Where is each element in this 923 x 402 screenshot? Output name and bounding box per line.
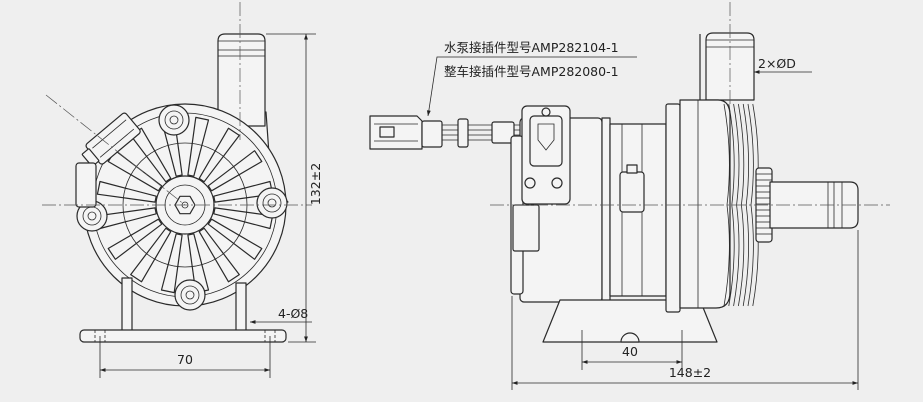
housing-rib [198, 227, 240, 283]
housing-rib [96, 180, 157, 203]
boss-bolt [164, 110, 184, 130]
bolt-boss-right [256, 187, 288, 219]
outlet-pipe-front [217, 33, 266, 127]
connector-screw [541, 107, 551, 117]
boss-hole [169, 115, 179, 125]
vehicle-connector-body [369, 115, 423, 150]
housing-rib [198, 127, 240, 183]
socket-key [537, 123, 555, 151]
housing-rib [160, 233, 183, 294]
connector-screw [524, 177, 536, 189]
connector-latch [379, 126, 395, 138]
bolt-boss-bottom [174, 279, 206, 311]
motor-side-box [512, 204, 540, 252]
hub-teeth [756, 173, 772, 235]
boss-bolt [262, 193, 282, 213]
housing-rib [107, 150, 163, 192]
dimension-text-height: 132±2 [308, 163, 323, 205]
housing-rib [207, 150, 263, 192]
label-vehicle-connector: 整车接插件型号AMP282080-1 [444, 64, 619, 79]
boss-hole [185, 290, 195, 300]
bracket-base-front [79, 329, 287, 343]
housing-ribs [96, 116, 274, 294]
boss-outer [256, 187, 288, 219]
housing-rib [130, 227, 172, 283]
connector-leader-line [426, 56, 637, 117]
volute-fin [728, 103, 735, 307]
motor-collar [601, 117, 611, 303]
side-cover-box [75, 162, 97, 208]
dimension-text-bracket-spacing-side: 40 [622, 344, 638, 359]
sensor-clamp [619, 171, 645, 213]
pump-head [679, 99, 731, 309]
bracket-leg-left [121, 277, 133, 333]
sensor-clamp-top [626, 164, 638, 174]
connector-screw [551, 177, 563, 189]
label-pump-connector: 水泵接插件型号AMP282104-1 [444, 40, 619, 55]
dimension-text-bracket-spacing-front: 70 [177, 352, 193, 367]
inlet-pipe [769, 181, 859, 229]
housing-rib [207, 218, 263, 260]
housing-rib [213, 180, 274, 203]
side-view: 水泵接插件型号AMP282104-1 整车接插件型号AMP282080-1 [369, 2, 890, 390]
dimension-text-length: 148±2 [669, 365, 711, 380]
bracket-hole [620, 332, 640, 343]
boss-outer [158, 104, 190, 136]
housing-rib [107, 218, 163, 260]
harness-sleeve [491, 121, 515, 144]
housing-rib [187, 233, 210, 294]
connector-boss-line [92, 119, 127, 149]
pump-flange [665, 103, 681, 313]
boss-hole [87, 211, 97, 221]
outlet-pipe-side [699, 32, 755, 108]
pump-connector-socket [529, 115, 563, 167]
bracket-leg-right [235, 282, 247, 333]
housing-rib [187, 116, 210, 177]
dimension-text-mount-holes: 4-Ø8 [278, 306, 308, 321]
boss-outer [174, 279, 206, 311]
connector-boss-line [99, 128, 135, 158]
volute-fin [742, 103, 749, 307]
harness-collar [457, 118, 469, 148]
boss-hole [267, 198, 277, 208]
connector-plug [421, 120, 443, 148]
connector-axis-centerline [45, 94, 186, 206]
front-view: 70 4-Ø8 132±2 [42, 2, 323, 378]
connector-boss-front [81, 112, 141, 167]
boss-bolt [180, 285, 200, 305]
bolt-boss-top [158, 104, 190, 136]
dimension-text-outlet-diameter: 2×ØD [758, 56, 796, 71]
